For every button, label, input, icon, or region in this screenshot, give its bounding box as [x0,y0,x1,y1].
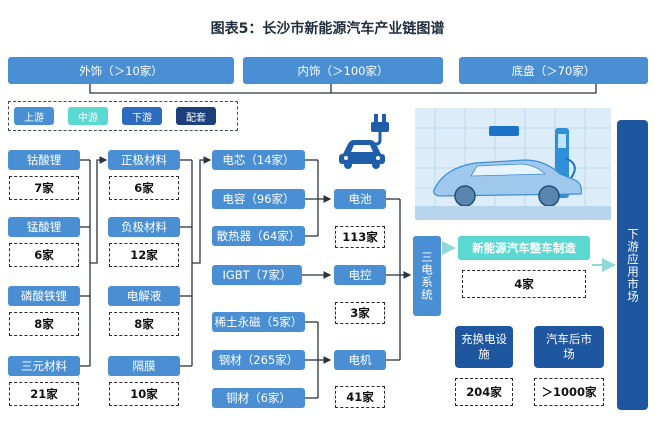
node-cathode: 正极材料 [108,150,180,170]
top-bracket-line [89,84,597,94]
node-cell: 电芯（14家） [212,150,305,170]
count-separator: 10家 [109,382,179,406]
count-battery: 113家 [335,226,385,248]
node-lfp: 磷酸铁锂 [8,286,80,306]
ev-charging-illustration [415,108,611,220]
node-rare-earth-magnet: 稀土永磁（5家） [212,312,305,332]
node-three-electric-system: 三电系统 [413,236,441,316]
legend-upstream: 上游 [14,107,54,125]
node-radiator: 散热器（64家） [212,226,305,246]
node-capacitor: 电容（96家） [212,189,305,209]
count-lfp: 8家 [9,312,79,336]
node-copper: 铜材（6家） [212,388,305,408]
node-downstream-market: 下游应用市场 [617,120,648,410]
ev-charging-photo [415,108,611,220]
count-electrolyte: 8家 [109,312,179,336]
count-cobalt-oxide: 7家 [9,176,79,200]
category-chassis: 底盘（＞70家） [459,57,648,84]
node-cobalt-oxide: 钴酸锂 [8,150,80,170]
count-cathode: 6家 [109,176,179,200]
node-charging-facilities: 充换电设施 [455,326,513,368]
node-electrolyte: 电解液 [108,286,180,306]
count-charging-facilities: 204家 [455,378,513,406]
node-ternary: 三元材料 [8,356,80,376]
node-steel: 钢材（265家） [212,350,305,370]
count-anode: 12家 [109,243,179,267]
node-motor: 电机 [334,350,386,370]
count-manganese-oxide: 6家 [9,243,79,267]
category-interior: 内饰（＞100家） [243,57,443,84]
node-vehicle-manufacturing: 新能源汽车整车制造 [458,236,590,260]
count-vehicle-manufacturing: 4家 [462,270,586,298]
node-battery: 电池 [334,189,386,209]
legend-midstream: 中游 [68,107,108,125]
ev-car-icon [339,114,389,169]
count-aftermarket: ＞1000家 [534,378,604,406]
count-motor: 41家 [335,386,385,408]
node-anode: 负极材料 [108,217,180,237]
node-manganese-oxide: 锰酸锂 [8,217,80,237]
downstream-label: 下游应用市场 [626,227,640,303]
three-electric-label: 三电系统 [420,251,434,301]
count-ternary: 21家 [9,382,79,406]
node-controller: 电控 [334,265,386,285]
node-aftermarket: 汽车后市场 [534,326,604,368]
node-separator: 隔膜 [108,356,180,376]
legend [8,101,238,131]
node-igbt: IGBT（7家） [212,265,302,285]
legend-downstream: 下游 [122,107,162,125]
category-exterior: 外饰（＞10家） [8,57,234,84]
page-title: 图表5：长沙市新能源汽车产业链图谱 [210,21,445,37]
count-controller: 3家 [335,302,385,324]
legend-supporting: 配套 [176,107,216,125]
